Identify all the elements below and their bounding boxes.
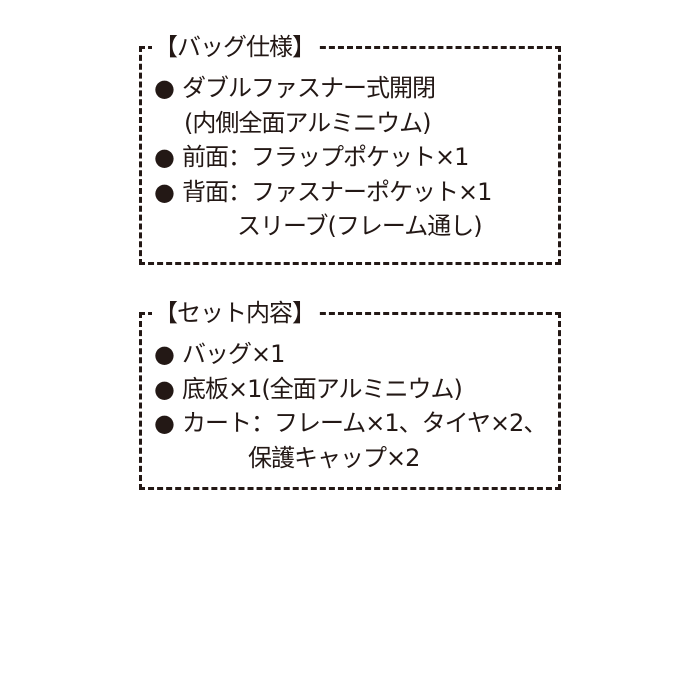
list-item: ●バッグ×1 [154, 337, 546, 372]
bag-spec-list: ●ダブルファスナー式開閉 (内側全面アルミニウム) ●前面：フラップポケット×1… [154, 71, 492, 244]
list-item-continuation: スリーブ(フレーム通し) [237, 212, 483, 240]
bag-spec-title: 【バッグ仕様】 [152, 29, 319, 65]
list-item-continuation: (内側全面アルミニウム) [184, 108, 432, 137]
list-item-text: 背面：ファスナーポケット×1 [182, 177, 492, 206]
list-item-text: 前面：フラップポケット×1 [182, 143, 469, 171]
set-contents-title: 【セット内容】 [152, 295, 319, 331]
list-item-continuation: 保護キャップ×2 [248, 443, 420, 472]
bullet-icon: ● [154, 409, 175, 437]
set-contents-box: 【セット内容】 ●バッグ×1 ●底板×1(全面アルミニウム) ●カート：フレーム… [139, 295, 561, 490]
list-item: ●前面：フラップポケット×1 [154, 140, 491, 175]
list-item: ●底板×1(全面アルミニウム) [154, 372, 546, 407]
bullet-icon: ● [154, 74, 175, 102]
bag-spec-box: 【バッグ仕様】 ●ダブルファスナー式開閉 (内側全面アルミニウム) ●前面：フラ… [139, 29, 561, 265]
bullet-icon: ● [154, 177, 175, 206]
list-item-text: 底板×1(全面アルミニウム) [182, 374, 463, 403]
set-contents-list: ●バッグ×1 ●底板×1(全面アルミニウム) ●カート：フレーム×1、タイヤ×2… [154, 337, 547, 475]
list-item: ●背面：ファスナーポケット×1 [154, 175, 492, 210]
list-item-text: バッグ×1 [182, 340, 285, 368]
list-item: ●カート：フレーム×1、タイヤ×2、 [154, 406, 547, 441]
list-item: ●ダブルファスナー式開閉 [154, 71, 491, 106]
list-item-text: カート：フレーム×1、タイヤ×2、 [182, 409, 547, 437]
bullet-icon: ● [154, 143, 175, 171]
bullet-icon: ● [154, 374, 175, 403]
list-item-text: ダブルファスナー式開閉 [182, 74, 436, 102]
bullet-icon: ● [154, 340, 175, 368]
